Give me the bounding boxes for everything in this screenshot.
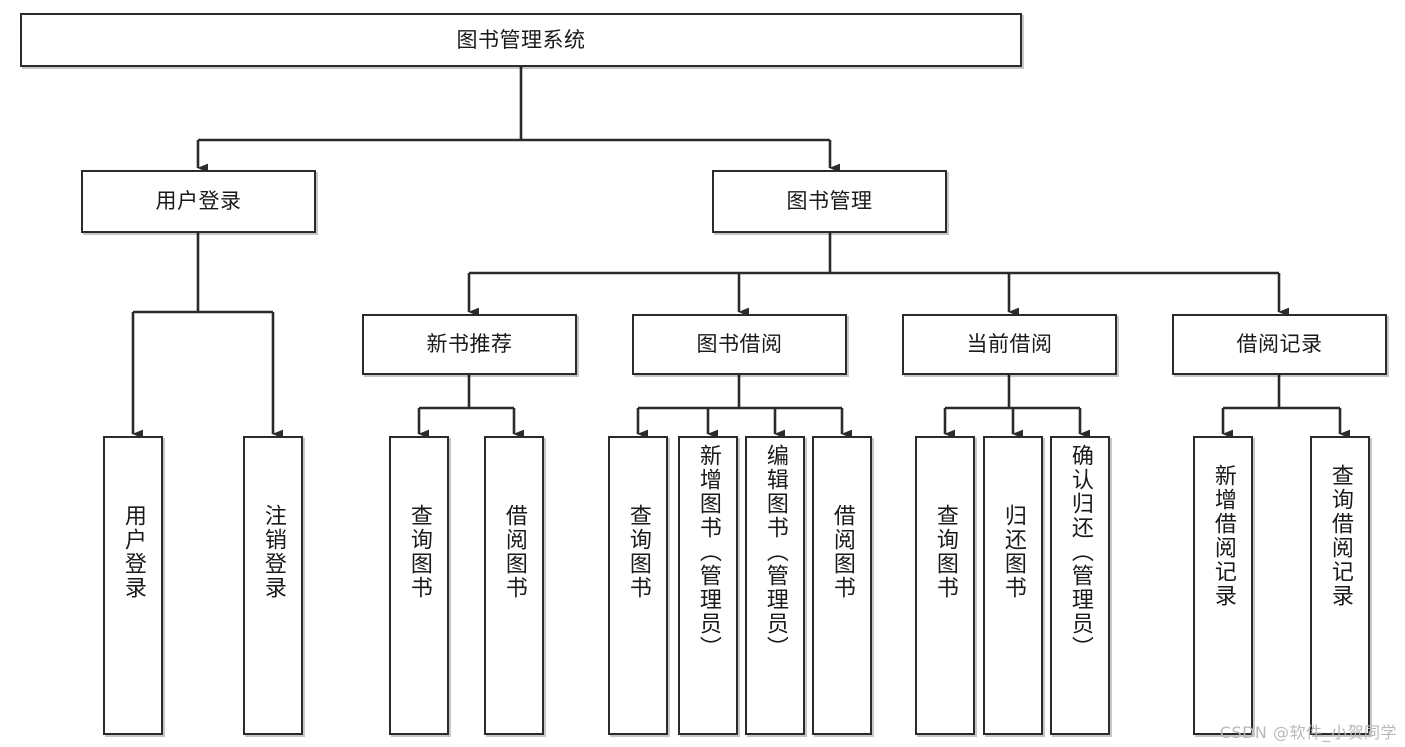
node-new-book-rec-label: 新书推荐 xyxy=(426,332,513,357)
node-leaf-query-book-3[interactable]: 查询图书 xyxy=(915,436,975,735)
node-leaf-user-login[interactable]: 用户登录 xyxy=(103,436,163,735)
node-book-manage-label: 图书管理 xyxy=(786,189,873,214)
node-book-borrow-label: 图书借阅 xyxy=(696,332,783,357)
node-borrow-record-label: 借阅记录 xyxy=(1236,332,1323,357)
node-leaf-return-book[interactable]: 归还图书 xyxy=(983,436,1043,735)
node-leaf-edit-book[interactable]: 编辑图书（管理员） xyxy=(745,436,805,735)
node-borrow-record[interactable]: 借阅记录 xyxy=(1172,314,1387,375)
node-user-login-label: 用户登录 xyxy=(155,189,242,214)
node-leaf-borrow-book-2-label: 借阅图书 xyxy=(829,504,855,600)
node-root-label: 图书管理系统 xyxy=(456,27,586,52)
node-leaf-query-book-1[interactable]: 查询图书 xyxy=(389,436,449,735)
node-leaf-add-record-label: 新增借阅记录 xyxy=(1210,464,1236,608)
node-leaf-borrow-book-2[interactable]: 借阅图书 xyxy=(812,436,872,735)
node-leaf-edit-book-label: 编辑图书（管理员） xyxy=(762,444,788,660)
node-book-manage[interactable]: 图书管理 xyxy=(712,170,947,233)
node-leaf-borrow-book-1[interactable]: 借阅图书 xyxy=(484,436,544,735)
node-leaf-query-book-3-label: 查询图书 xyxy=(932,504,958,600)
node-user-login[interactable]: 用户登录 xyxy=(81,170,316,233)
node-leaf-confirm-return-label: 确认归还（管理员） xyxy=(1067,444,1093,660)
node-leaf-user-logout[interactable]: 注销登录 xyxy=(243,436,303,735)
node-current-borrow-label: 当前借阅 xyxy=(966,332,1053,357)
node-leaf-query-record[interactable]: 查询借阅记录 xyxy=(1310,436,1370,735)
node-current-borrow[interactable]: 当前借阅 xyxy=(902,314,1117,375)
node-leaf-add-book[interactable]: 新增图书（管理员） xyxy=(678,436,738,735)
node-new-book-rec[interactable]: 新书推荐 xyxy=(362,314,577,375)
node-leaf-query-record-label: 查询借阅记录 xyxy=(1327,464,1353,608)
node-leaf-return-book-label: 归还图书 xyxy=(1000,504,1026,600)
node-root[interactable]: 图书管理系统 xyxy=(20,13,1022,67)
node-leaf-user-login-label: 用户登录 xyxy=(120,504,146,600)
node-leaf-confirm-return[interactable]: 确认归还（管理员） xyxy=(1050,436,1110,735)
node-leaf-query-book-1-label: 查询图书 xyxy=(406,504,432,600)
node-leaf-borrow-book-1-label: 借阅图书 xyxy=(501,504,527,600)
node-leaf-query-book-2[interactable]: 查询图书 xyxy=(608,436,668,735)
node-leaf-add-record[interactable]: 新增借阅记录 xyxy=(1193,436,1253,735)
watermark-text: CSDN @软件_小贺同学 xyxy=(1219,723,1397,742)
node-leaf-user-logout-label: 注销登录 xyxy=(260,504,286,600)
node-leaf-query-book-2-label: 查询图书 xyxy=(625,504,651,600)
node-book-borrow[interactable]: 图书借阅 xyxy=(632,314,847,375)
node-leaf-add-book-label: 新增图书（管理员） xyxy=(695,444,721,660)
